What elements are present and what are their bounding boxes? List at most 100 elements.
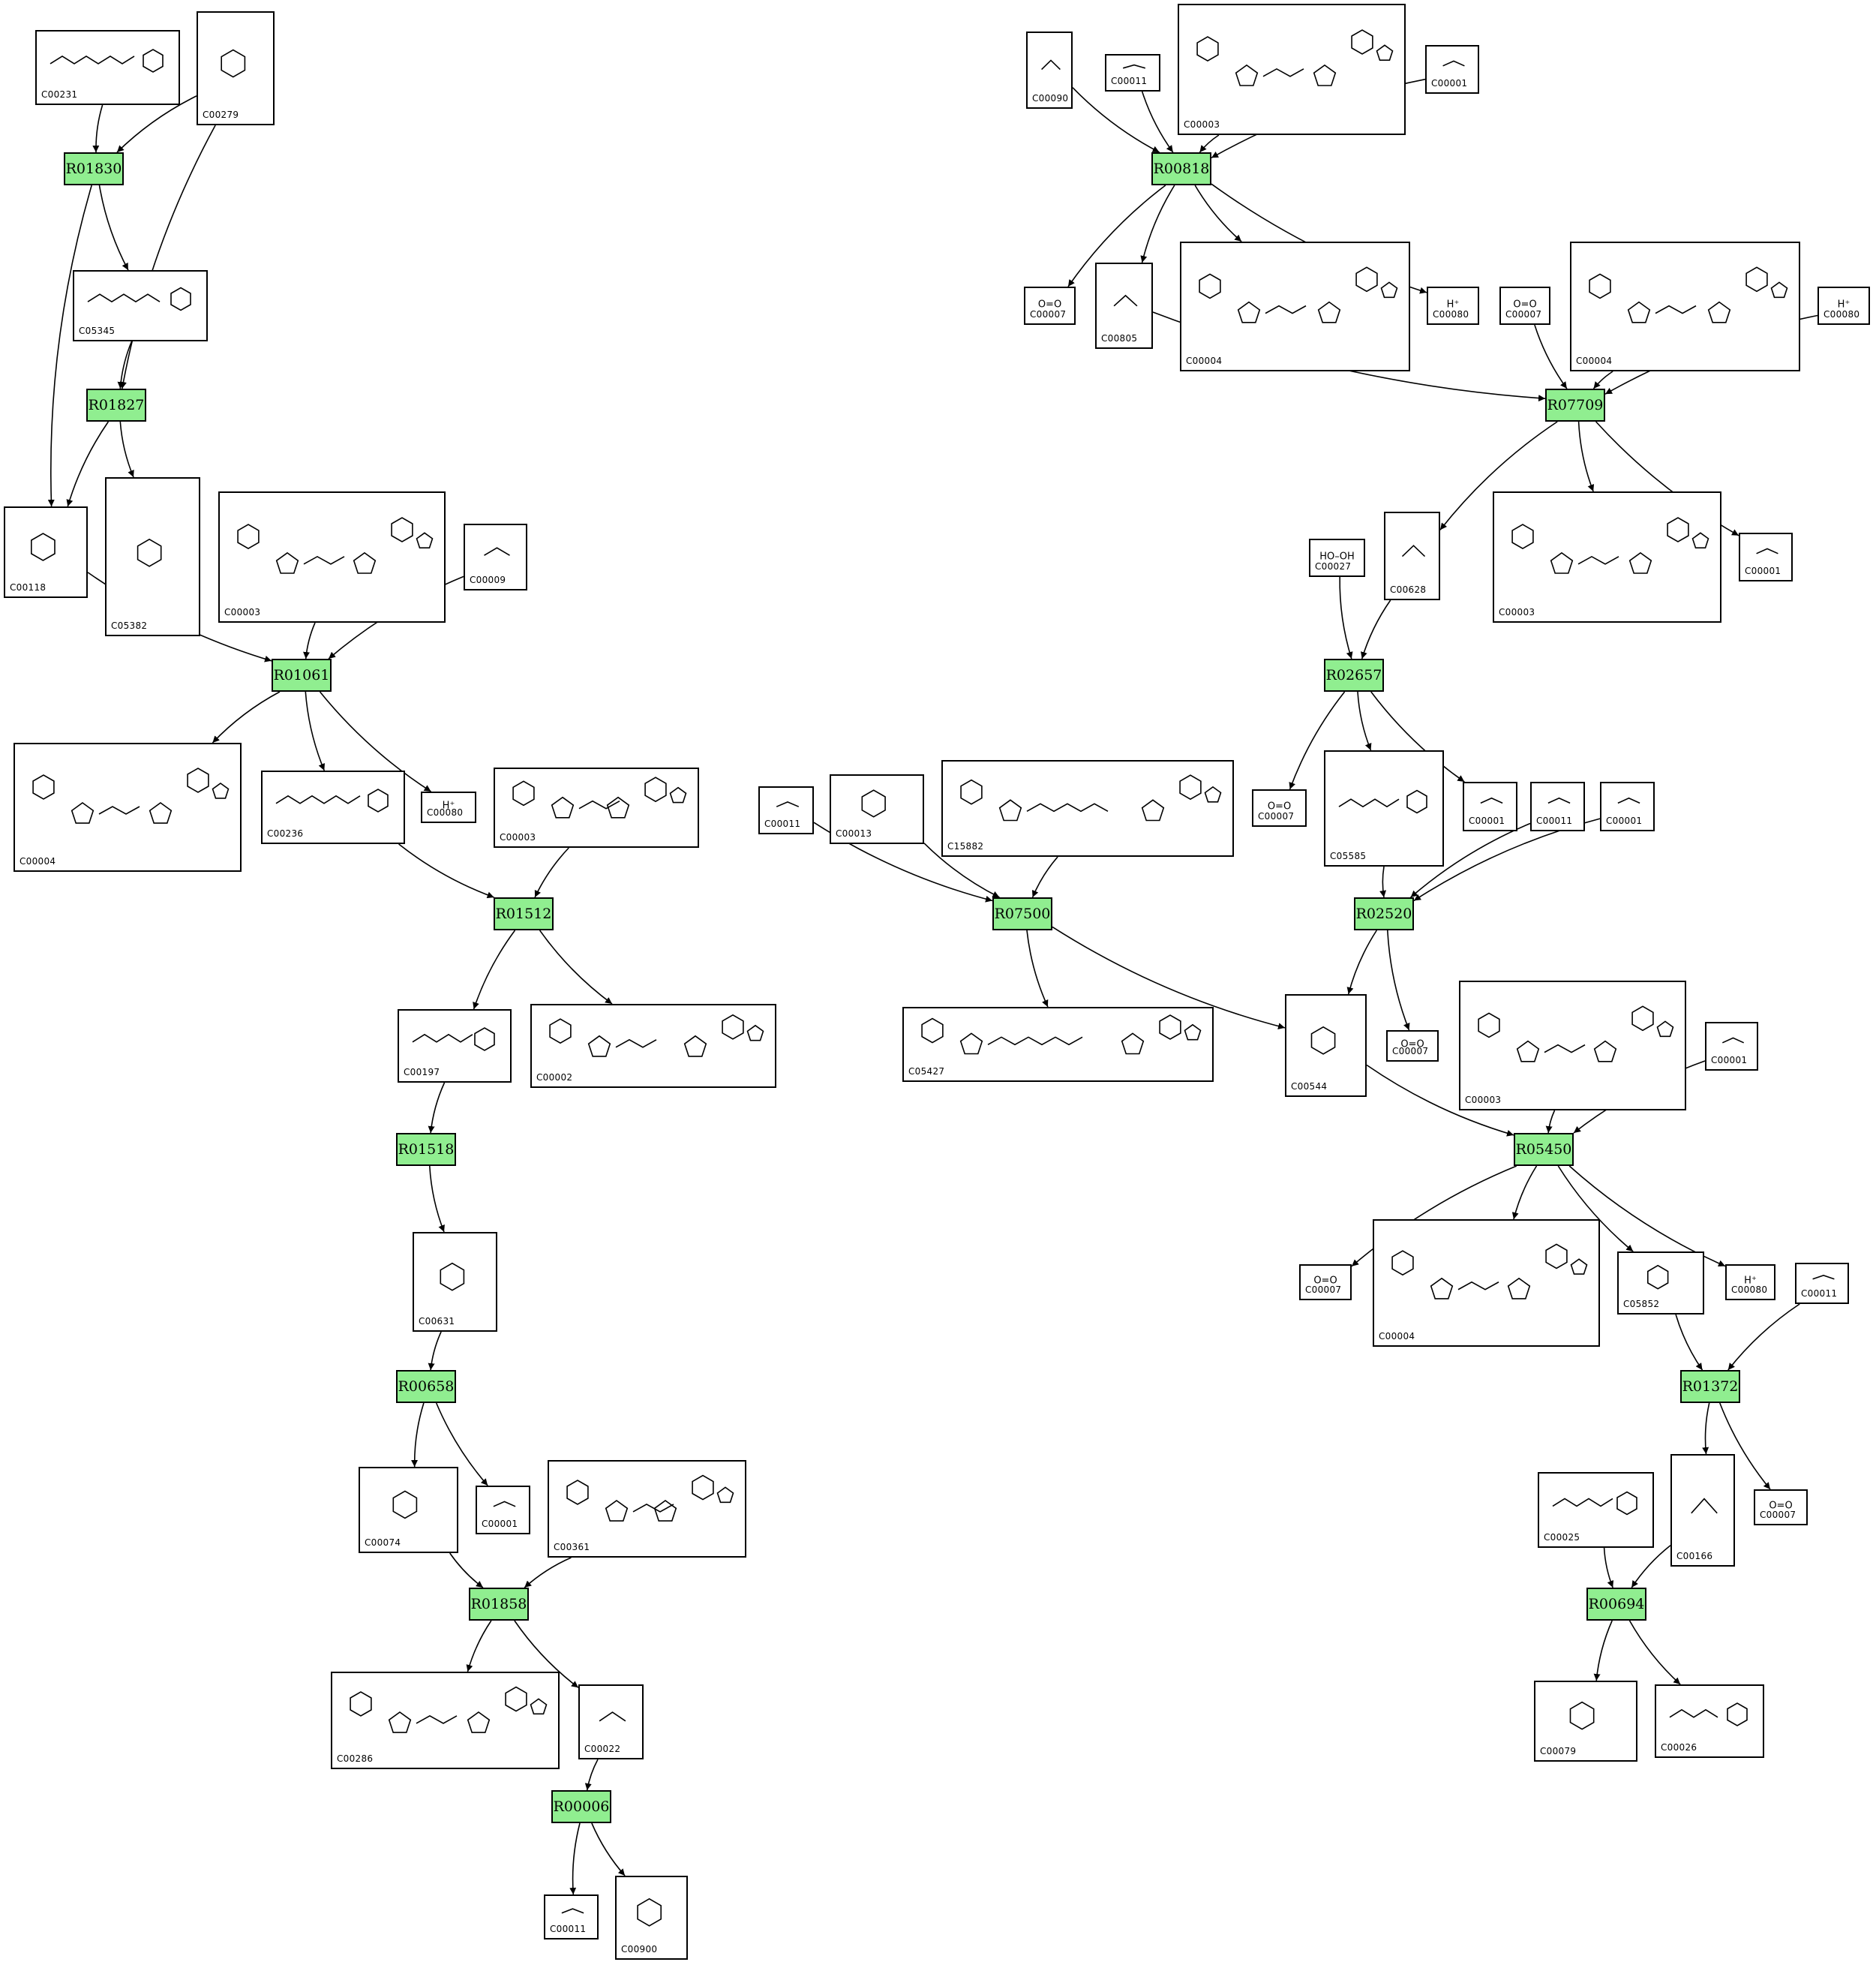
structure-drawing bbox=[1122, 64, 1146, 69]
compound-node[interactable]: C00286 bbox=[331, 1672, 560, 1769]
compound-node[interactable]: C00361 bbox=[548, 1460, 746, 1558]
compound-node[interactable]: C00013 bbox=[830, 774, 924, 844]
edge-arrow bbox=[1719, 1402, 1771, 1490]
compound-node[interactable]: C00197 bbox=[398, 1009, 512, 1083]
reaction-node[interactable]: R00818 bbox=[1151, 152, 1211, 185]
compound-node[interactable]: C15882 bbox=[941, 760, 1234, 857]
compound-node[interactable]: C00011 bbox=[544, 1894, 599, 1939]
compound-node[interactable]: C05585 bbox=[1324, 750, 1444, 867]
edge-arrow bbox=[591, 1822, 626, 1876]
compound-node[interactable]: H⁺C00080 bbox=[1427, 287, 1479, 325]
compound-id: C00074 bbox=[365, 1537, 401, 1548]
compound-node[interactable]: C00631 bbox=[413, 1232, 497, 1332]
reaction-node[interactable]: R02657 bbox=[1324, 659, 1384, 692]
compound-formula: O=O bbox=[1313, 1275, 1337, 1287]
compound-node[interactable]: H⁺C00080 bbox=[1817, 287, 1870, 325]
structure-drawing bbox=[921, 1014, 1202, 1055]
compound-node[interactable]: H⁺C00080 bbox=[421, 792, 476, 823]
reaction-node[interactable]: R07500 bbox=[992, 897, 1052, 930]
compound-node[interactable]: C00003 bbox=[1493, 491, 1721, 623]
compound-node[interactable]: C00025 bbox=[1538, 1472, 1654, 1548]
reaction-node[interactable]: R01830 bbox=[64, 152, 124, 185]
compound-node[interactable]: C00003 bbox=[1459, 981, 1686, 1110]
compound-id: C00001 bbox=[482, 1519, 518, 1529]
compound-node[interactable]: C00003 bbox=[494, 768, 699, 848]
compound-node[interactable]: H⁺C00080 bbox=[1725, 1264, 1775, 1300]
compound-node[interactable]: C00022 bbox=[578, 1684, 644, 1759]
compound-node[interactable]: C00231 bbox=[35, 30, 180, 105]
reaction-node[interactable]: R01827 bbox=[86, 389, 146, 422]
compound-node[interactable]: C05427 bbox=[902, 1007, 1214, 1082]
compound-node[interactable]: C00118 bbox=[4, 506, 88, 598]
compound-id: C00197 bbox=[404, 1067, 440, 1077]
structure-drawing bbox=[861, 789, 886, 818]
compound-node[interactable]: C00166 bbox=[1670, 1454, 1735, 1567]
compound-node[interactable]: C00074 bbox=[359, 1467, 458, 1553]
reaction-node[interactable]: R00658 bbox=[396, 1370, 456, 1403]
compound-node[interactable]: C00805 bbox=[1095, 263, 1153, 349]
compound-node[interactable]: C00279 bbox=[197, 11, 275, 125]
edge-arrow bbox=[1072, 87, 1160, 153]
reaction-node[interactable]: R01061 bbox=[272, 659, 332, 692]
compound-id: C00118 bbox=[10, 582, 47, 593]
compound-node[interactable]: C00002 bbox=[530, 1004, 776, 1088]
reaction-node[interactable]: R01512 bbox=[494, 897, 554, 930]
compound-node[interactable]: C00001 bbox=[1705, 1022, 1758, 1071]
compound-node[interactable]: C00001 bbox=[476, 1486, 530, 1534]
compound-node[interactable]: C00004 bbox=[1373, 1219, 1600, 1347]
compound-node[interactable]: C00079 bbox=[1534, 1681, 1637, 1762]
compound-node[interactable]: C00026 bbox=[1655, 1684, 1764, 1758]
compound-node[interactable]: C00001 bbox=[1463, 782, 1517, 831]
compound-node[interactable]: C00009 bbox=[464, 524, 527, 590]
compound-node[interactable]: C00001 bbox=[1425, 45, 1479, 94]
structure-drawing bbox=[1113, 294, 1138, 307]
compound-id: C00011 bbox=[1801, 1288, 1838, 1299]
compound-node[interactable]: C05852 bbox=[1617, 1251, 1704, 1315]
compound-id: C00631 bbox=[419, 1316, 455, 1327]
structure-drawing bbox=[493, 1501, 516, 1507]
compound-node[interactable]: C05345 bbox=[73, 270, 208, 341]
compound-node[interactable]: C00544 bbox=[1285, 994, 1367, 1097]
edge-arrow bbox=[1545, 1110, 1556, 1134]
compound-node[interactable]: C00001 bbox=[1600, 782, 1655, 831]
reaction-node[interactable]: R00006 bbox=[551, 1790, 611, 1823]
reaction-node[interactable]: R02520 bbox=[1354, 897, 1414, 930]
compound-node[interactable]: C00001 bbox=[1739, 533, 1793, 581]
compound-node[interactable]: C00090 bbox=[1026, 32, 1073, 109]
compound-node[interactable]: C00003 bbox=[1178, 4, 1406, 135]
compound-node[interactable]: C00900 bbox=[615, 1876, 688, 1960]
compound-id: C00079 bbox=[1540, 1746, 1577, 1756]
reaction-node[interactable]: R07709 bbox=[1545, 389, 1605, 422]
edge-arrow bbox=[1592, 371, 1613, 389]
compound-node[interactable]: C00628 bbox=[1384, 512, 1440, 600]
compound-node[interactable]: C00011 bbox=[1795, 1263, 1849, 1304]
compound-id: C00003 bbox=[1465, 1095, 1502, 1105]
edge-arrow bbox=[923, 843, 1000, 898]
compound-node[interactable]: C00004 bbox=[14, 743, 242, 872]
reaction-node[interactable]: R00694 bbox=[1586, 1588, 1646, 1621]
compound-id: C00001 bbox=[1431, 78, 1468, 89]
reaction-node[interactable]: R01372 bbox=[1680, 1370, 1740, 1403]
compound-id: C00166 bbox=[1676, 1551, 1713, 1561]
compound-node[interactable]: C05382 bbox=[105, 477, 200, 636]
reaction-node[interactable]: R01858 bbox=[469, 1588, 529, 1621]
compound-formula: HO–OH bbox=[1319, 551, 1355, 563]
compound-node[interactable]: C00003 bbox=[218, 491, 446, 623]
reaction-node[interactable]: R05450 bbox=[1514, 1133, 1574, 1166]
compound-node[interactable]: C00236 bbox=[261, 771, 405, 844]
reaction-node[interactable]: R01518 bbox=[396, 1133, 456, 1166]
compound-id: C00628 bbox=[1390, 584, 1427, 595]
compound-node[interactable]: C00004 bbox=[1570, 242, 1800, 371]
compound-node[interactable]: C00011 bbox=[1530, 782, 1585, 831]
compound-node[interactable]: C00011 bbox=[1105, 54, 1160, 92]
compound-node[interactable]: C00011 bbox=[758, 786, 814, 834]
compound-node[interactable]: C00004 bbox=[1180, 242, 1410, 371]
compound-formula: H⁺ bbox=[442, 800, 455, 812]
